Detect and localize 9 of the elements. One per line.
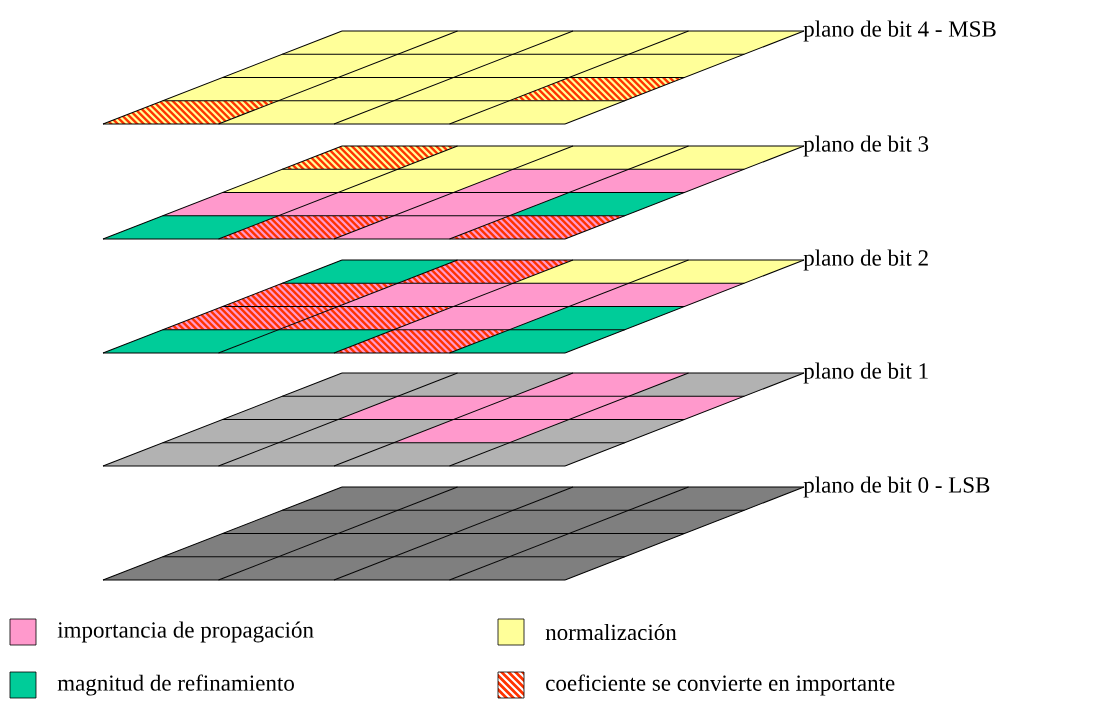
- plane-label: plano de bit 3: [803, 135, 929, 157]
- plane-label: plano de bit 4 - MSB: [803, 20, 996, 42]
- plane-label: plano de bit 0 - LSB: [803, 476, 990, 498]
- legend-text: magnitud de refinamiento: [57, 674, 294, 696]
- legend-text: importancia de propagación: [57, 621, 314, 643]
- legend-text: normalización: [545, 623, 677, 641]
- plane-label: plano de bit 1: [803, 362, 928, 384]
- plane-label: plano de bit 2: [803, 249, 928, 271]
- legend-text: coeficiente se convierte en importante: [546, 674, 895, 696]
